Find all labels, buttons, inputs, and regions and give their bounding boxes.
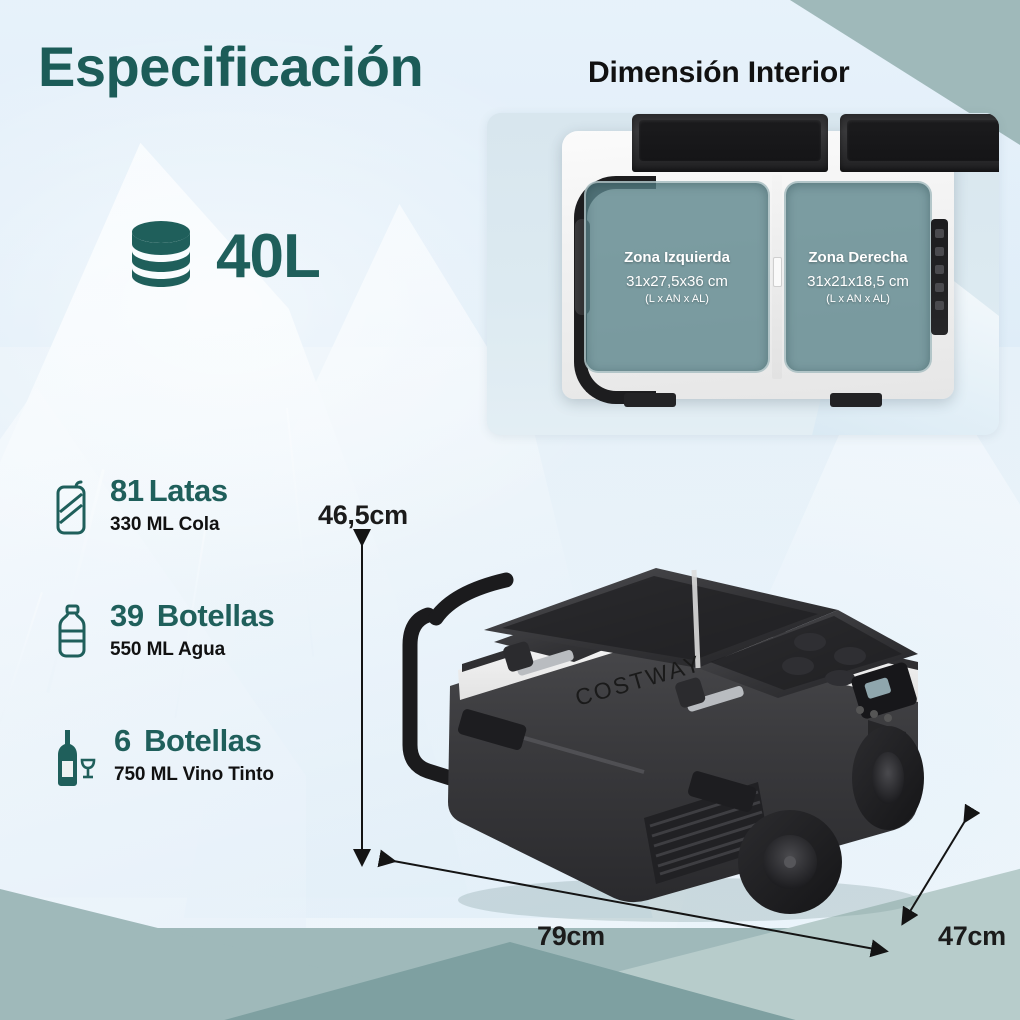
zone-left-dimensions: 31x27,5x36 cm [626,273,728,291]
water-bottle-icon [52,599,94,666]
database-stack-icon [128,218,194,295]
feature-unit: Botellas [156,598,275,633]
interior-dimension-panel: Zona Izquierda 31x27,5x36 cm (L x AN x A… [487,113,999,435]
feature-count: 81 [110,473,144,508]
zone-right-note: (L x AN x AL) [826,293,890,306]
zone-right-overlay: Zona Derecha 31x21x18,5 cm (L x AN x AL) [784,181,932,373]
height-dimension-label: 46,5cm [318,500,408,530]
cooler-lid-left [632,114,828,172]
feature-detail: 330 ML Cola [110,513,220,535]
width-dimension-label: 79cm [537,921,605,951]
zone-right-name: Zona Derecha [808,248,908,266]
feature-title: 39 Botellas [110,598,275,634]
feature-detail: 550 ML Agua [110,638,226,660]
cooler-lid-right [840,114,999,172]
soda-can-icon [52,474,94,541]
cooler-topdown-image: Zona Izquierda 31x27,5x36 cm (L x AN x A… [562,114,999,407]
feature-count: 39 [110,598,144,633]
list-item: 6 Botellas 750 ML Vino Tinto [52,723,382,791]
capacity-value: 40L [216,222,321,291]
page-title: Especificación [38,35,424,98]
zone-left-overlay: Zona Izquierda 31x27,5x36 cm (L x AN x A… [584,181,770,373]
feature-detail: 750 ML Vino Tinto [114,763,274,785]
wine-bottle-icon [52,724,98,791]
feature-title: 6 Botellas [114,723,274,759]
control-panel-icon [931,219,948,335]
depth-arrow [901,803,981,926]
capacity-badge: 40L [128,218,321,295]
width-arrow [377,849,889,958]
feature-unit: Latas [148,473,228,508]
zone-right-dimensions: 31x21x18,5 cm [807,273,909,291]
zone-left-name: Zona Izquierda [624,248,730,266]
list-item: 39 Botellas 550 ML Agua [52,598,382,666]
feature-unit: Botellas [144,723,262,758]
interior-dimension-heading: Dimensión Interior [588,56,850,89]
cooler-bottom-clip [830,393,882,407]
cooler-bottom-clip [624,393,676,407]
feature-count: 6 [114,723,131,758]
zone-left-note: (L x AN x AL) [645,293,709,306]
height-arrow [353,529,371,867]
depth-dimension-label: 47cm [938,921,1006,951]
cooler-center-latch [773,257,782,287]
